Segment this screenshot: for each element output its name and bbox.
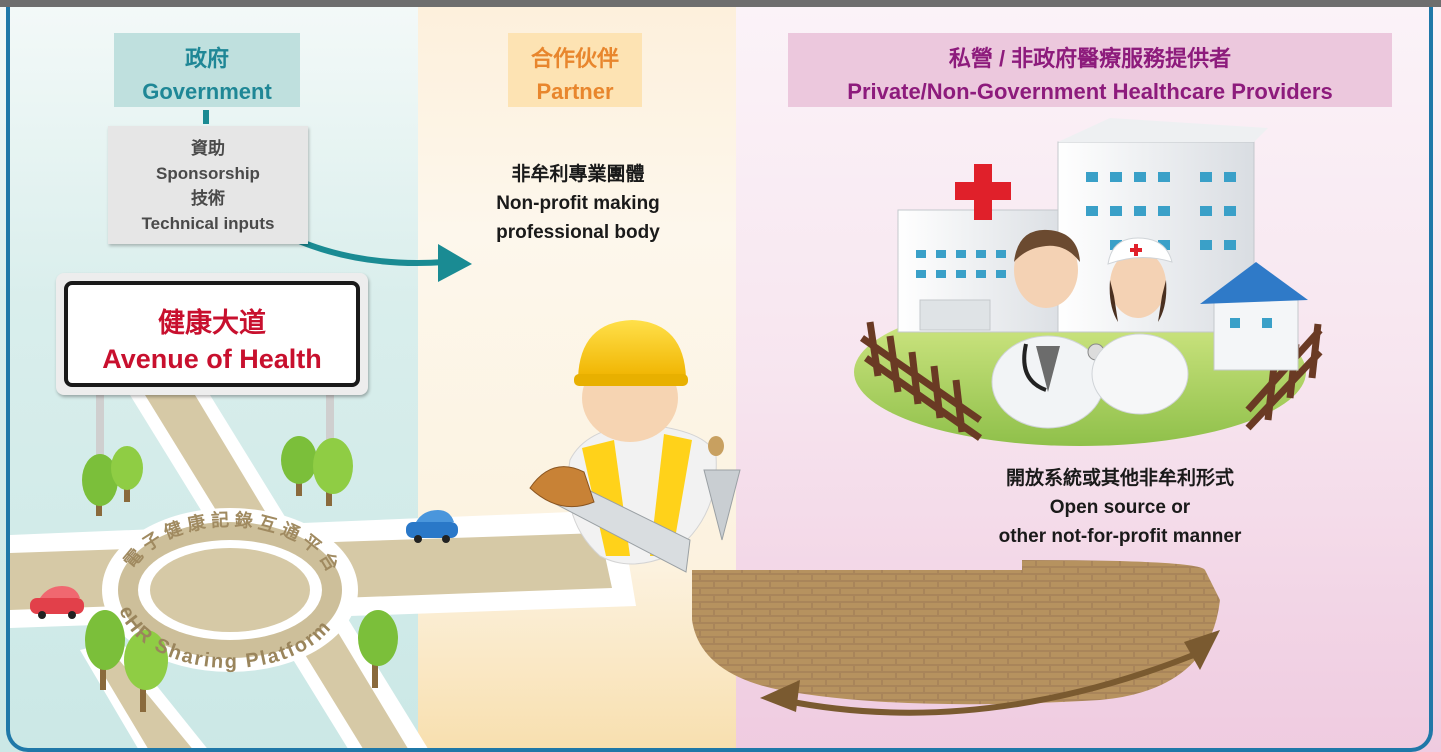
top-bar — [0, 0, 1441, 7]
car-icon — [30, 586, 84, 619]
sign-label-zh: 健康大道 — [158, 308, 266, 338]
partner-desc-en2: professional body — [496, 222, 660, 243]
sign-post — [96, 392, 104, 480]
tree-icon — [358, 610, 398, 688]
government-label-en: Government — [142, 79, 272, 104]
hospital-scene — [854, 118, 1323, 446]
partner-desc-en1: Non-profit making — [496, 193, 660, 214]
arrow-head-icon — [760, 680, 800, 712]
partner-label: 合作伙伴 Partner — [508, 33, 642, 107]
arrow-to-partner — [290, 235, 446, 266]
road-network — [10, 395, 636, 752]
house-icon — [1200, 262, 1308, 371]
private-label-zh: 私營 / 非政府醫療服務提供者 — [948, 46, 1232, 71]
tree-icon — [85, 610, 168, 712]
brick-wall-top — [1022, 560, 1205, 570]
partner-desc-zh: 非牟利專業團體 — [511, 164, 645, 185]
nurse-icon — [1091, 237, 1189, 415]
red-cross-icon — [955, 164, 1011, 220]
saw-icon — [529, 466, 691, 573]
brick-wall-icon — [692, 570, 1220, 705]
fence — [860, 321, 1323, 441]
arrow-head-icon — [1184, 630, 1220, 670]
doctor-icon — [991, 229, 1105, 429]
cycle-arrow — [781, 651, 1198, 716]
government-label-zh: 政府 — [184, 46, 229, 71]
note-line: Technical inputs — [141, 214, 275, 233]
partner-label-en: Partner — [536, 79, 614, 104]
trowel-icon — [703, 436, 741, 541]
worker-icon — [529, 320, 741, 573]
note-line: Sponsorship — [156, 164, 260, 183]
note-line: 資助 — [191, 139, 225, 158]
open-source-text: 開放系統或其他非牟利形式 Open source or other not-fo… — [940, 464, 1300, 551]
note-line: 技術 — [191, 189, 225, 208]
private-provider-label: 私營 / 非政府醫療服務提供者 Private/Non-Government H… — [788, 33, 1392, 107]
tree-icon — [82, 446, 143, 516]
open-source-line: 開放系統或其他非牟利形式 — [1005, 468, 1234, 489]
partner-label-zh: 合作伙伴 — [530, 46, 619, 71]
car-icon — [406, 510, 458, 543]
sign-post — [326, 392, 334, 452]
private-label-en: Private/Non-Government Healthcare Provid… — [847, 79, 1333, 104]
sponsorship-note: 資助 Sponsorship 技術 Technical inputs — [108, 126, 308, 244]
arrow-head-icon — [438, 244, 472, 282]
open-source-line: other not-for-profit manner — [998, 526, 1242, 547]
open-source-line: Open source or — [1049, 497, 1191, 518]
avenue-sign: 健康大道 Avenue of Health — [56, 273, 368, 395]
sign-label-en: Avenue of Health — [102, 344, 322, 374]
government-label: 政府 Government — [114, 33, 300, 107]
tree-icon — [281, 436, 353, 506]
partner-description: 非牟利專業團體 Non-profit making professional b… — [448, 160, 708, 247]
